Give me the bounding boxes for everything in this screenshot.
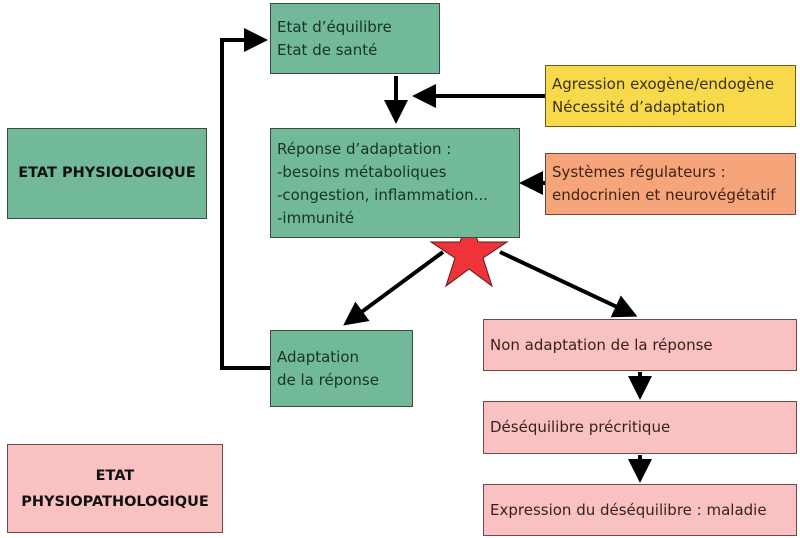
node-adaptive-response: Réponse d’adaptation : -besoins métaboli…: [270, 128, 520, 238]
node-adaptation-line-2: de la réponse: [277, 371, 379, 389]
node-adaptation-line-1: Adaptation: [277, 348, 360, 366]
to-adaptation-arrow: [343, 250, 445, 326]
star-icon: [429, 213, 509, 288]
node-adaptive-response-line-4: -immunité: [277, 209, 355, 227]
node-aggression-line-1: Agression exogène/endogène: [552, 75, 775, 93]
node-aggression-line-2: Nécessité d’adaptation: [552, 98, 726, 116]
state-pathological-label: ETAT PHYSIOPATHOLOGIQUE: [7, 444, 223, 533]
node-non-adaptation-text: Non adaptation de la réponse: [490, 335, 713, 354]
node-precritical-text: Déséquilibre précritique: [490, 418, 671, 436]
node-regulators-line-2: endocrinien et neurovégétatif: [552, 186, 776, 204]
node-equilibrium: Etat d’équilibre Etat de santé: [270, 3, 440, 74]
node-non-adaptation: Non adaptation de la réponse: [483, 319, 797, 371]
node-equilibrium-line-2: Etat de santé: [277, 41, 378, 59]
node-regulators: Systèmes régulateurs : endocrinien et ne…: [545, 153, 796, 215]
node-disease-text: Expression du déséquilibre : maladie: [490, 500, 767, 519]
node-regulators-line-1: Systèmes régulateurs :: [552, 163, 726, 181]
node-adaptive-response-line-2: -besoins métaboliques: [277, 163, 447, 181]
node-precritical: Déséquilibre précritique: [483, 401, 797, 454]
state-pathological-line-1: ETAT: [95, 467, 135, 484]
node-equilibrium-line-1: Etat d’équilibre: [277, 18, 392, 36]
feedback-arrow: [220, 28, 270, 370]
node-adaptive-response-line-3: -congestion, inflammation...: [277, 186, 488, 204]
node-disease: Expression du déséquilibre : maladie: [483, 484, 797, 536]
node-aggression: Agression exogène/endogène Nécessité d’a…: [545, 65, 796, 127]
node-adaptation: Adaptation de la réponse: [270, 330, 413, 407]
node-adaptive-response-line-1: Réponse d’adaptation :: [277, 140, 452, 158]
state-physiological-text: ETAT PHYSIOLOGIQUE: [18, 165, 196, 181]
to-non-adaptation-arrow: [499, 250, 638, 318]
state-physiological-label: ETAT PHYSIOLOGIQUE: [7, 128, 207, 219]
state-pathological-line-2: PHYSIOPATHOLOGIQUE: [21, 493, 209, 510]
